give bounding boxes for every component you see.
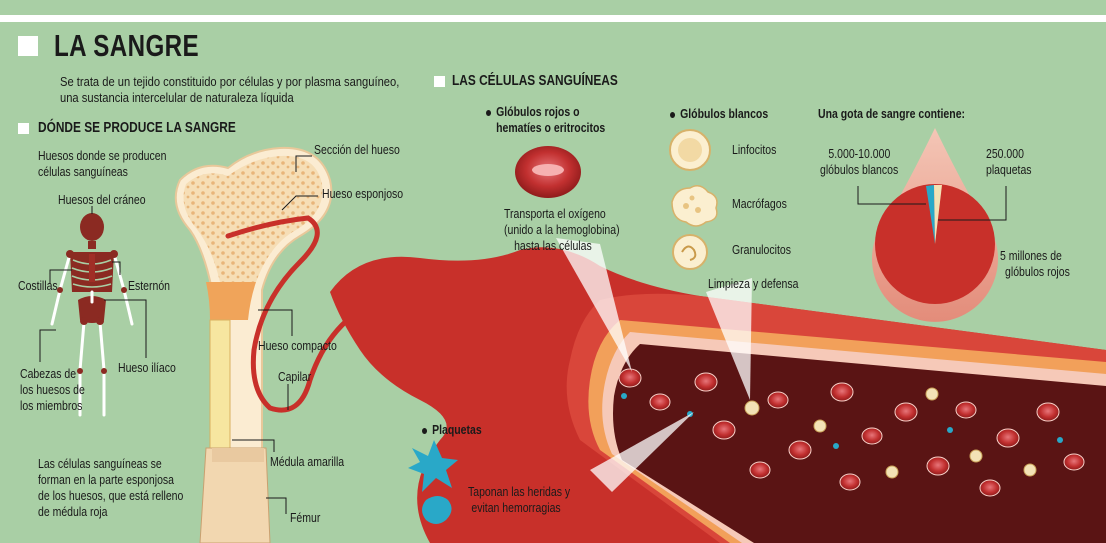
limb-heads-label: Cabezas de los huesos de los miembros bbox=[20, 367, 85, 413]
spotlight-beams bbox=[556, 238, 752, 492]
spongy-bone-label: Hueso esponjoso bbox=[322, 187, 404, 201]
granulocytes-label: Granulocitos bbox=[732, 243, 791, 257]
cells-square-icon bbox=[434, 76, 445, 87]
platelets-title: Plaquetas bbox=[422, 422, 482, 438]
production-note: Las células sanguíneas se forman en la p… bbox=[38, 457, 184, 519]
femur-label: Fémur bbox=[290, 511, 321, 525]
bullet-icon bbox=[422, 427, 428, 434]
femur-bone bbox=[174, 146, 333, 543]
drop-platelets-label: 250.000 plaquetas bbox=[986, 147, 1032, 177]
drop-white-label: 5.000-10.000 glóbulos blancos bbox=[820, 147, 899, 177]
drop-leaders bbox=[857, 186, 1007, 221]
blood-drop-chart bbox=[872, 128, 999, 322]
capillary-vessel bbox=[225, 215, 383, 413]
bone-section-label: Sección del hueso bbox=[314, 143, 400, 157]
white-cells bbox=[669, 129, 718, 270]
bullet-icon bbox=[670, 111, 676, 118]
macrophages-label: Macrófagos bbox=[732, 197, 787, 211]
skeleton-figure bbox=[50, 213, 134, 417]
red-cells-desc: Transporta el oxígeno (unido a la hemogl… bbox=[504, 207, 620, 253]
platelets-desc: Taponan las heridas y evitan hemorragias bbox=[468, 485, 571, 515]
sternum-label: Esternón bbox=[128, 279, 171, 293]
skeleton-leaders bbox=[39, 206, 147, 362]
white-cells-function: Limpieza y defensa bbox=[708, 277, 799, 291]
production-heading: DÓNDE SE PRODUCE LA SANGRE bbox=[38, 120, 236, 136]
title-square-icon bbox=[18, 36, 38, 56]
white-cells-title: Glóbulos blancos bbox=[670, 106, 768, 122]
lymphocytes-label: Linfocitos bbox=[732, 143, 777, 157]
skull-label: Huesos del cráneo bbox=[58, 193, 146, 207]
intro-text: Se trata de un tejido constituido por cé… bbox=[60, 74, 400, 105]
yellow-marrow-label: Médula amarilla bbox=[270, 455, 345, 469]
ribs-label: Costillas bbox=[18, 279, 58, 293]
cells-heading: LAS CÉLULAS SANGUÍNEAS bbox=[452, 73, 618, 89]
capillary-label: Capilar bbox=[278, 370, 312, 384]
drop-red-label: 5 millones de glóbulos rojos bbox=[1000, 249, 1070, 279]
bone-leaders bbox=[232, 155, 318, 514]
top-rule bbox=[0, 15, 1106, 22]
red-cells-title: Glóbulos rojos o hematíes o eritrocitos bbox=[486, 104, 605, 136]
platelet-illustrations bbox=[408, 440, 458, 524]
bones-label: Huesos donde se producen células sanguín… bbox=[38, 149, 167, 179]
drop-title: Una gota de sangre contiene: bbox=[818, 107, 966, 121]
section-square-icon bbox=[18, 123, 29, 134]
red-cell-illustration bbox=[515, 146, 581, 198]
page-title: LA SANGRE bbox=[54, 28, 200, 63]
iliac-label: Hueso ilíaco bbox=[118, 361, 176, 375]
bullet-icon bbox=[486, 109, 492, 116]
compact-bone-label: Hueso compacto bbox=[258, 339, 337, 353]
